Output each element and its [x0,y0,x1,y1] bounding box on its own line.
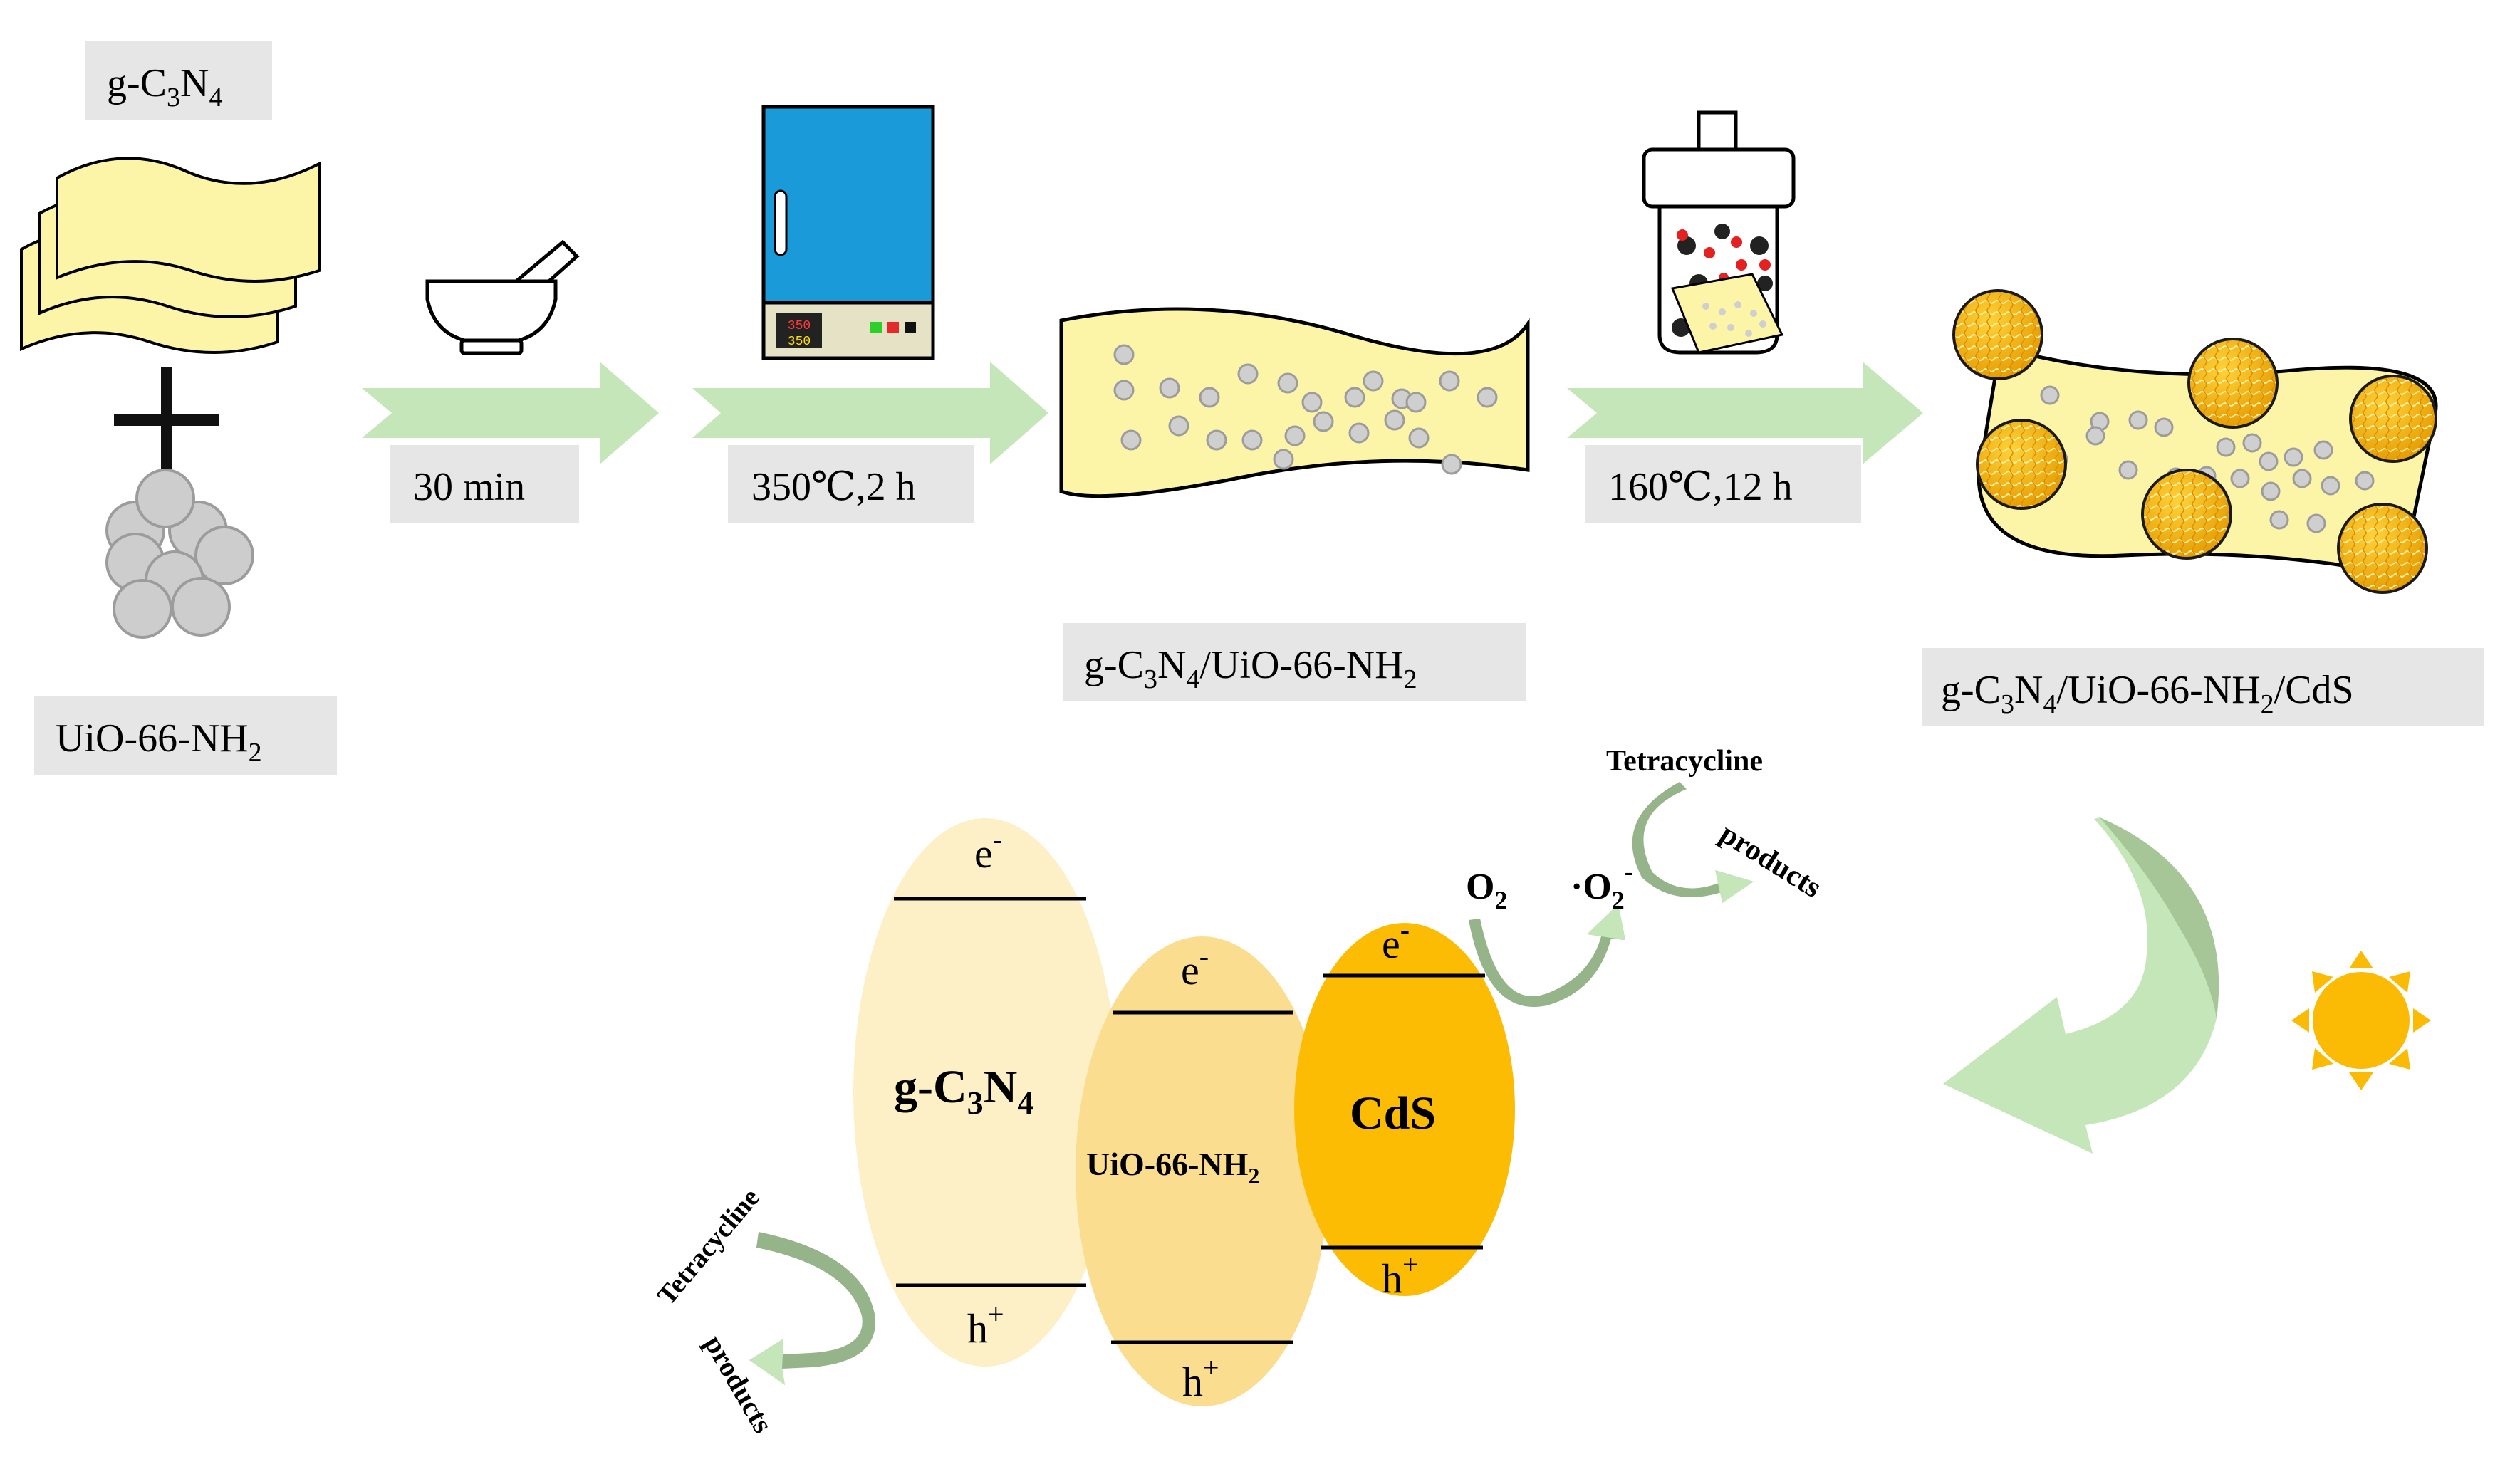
uio-left-label: UiO-66-NH2 [56,716,262,768]
step2-label-box [728,445,974,523]
oven-green-light [870,322,882,333]
process-arrow-3 [1567,362,1923,464]
degradation-arrow-left-head [749,1339,785,1385]
cds-band-ellipse: e- h+ CdS [1294,914,1515,1302]
o2-reduction-arrow [1469,904,1625,1008]
gcn-top-label-group: g-C3N4 [85,41,272,120]
gcn-mechanism-label: g-C3N4 [894,1061,1033,1121]
composite1-uio-dots [1113,344,1498,475]
products-left-label: products [698,1329,779,1438]
step1-label-box [390,445,579,523]
autoclave-icon [1642,110,1796,355]
light-curved-arrow [1943,817,2219,1154]
uio-electron-label: e- [1181,940,1209,993]
gcn-hole-label: h+ [967,1298,1004,1352]
autoclave-sheet-dots [1702,301,1766,337]
autoclave-sheet [1670,273,1784,354]
process-arrow-2 [692,362,1048,464]
tetracycline-left-label: Tetracycline [652,1183,766,1311]
o2-label: O2 [1466,867,1507,914]
gcn-top-label-box [85,41,272,120]
tetracycline-right-label: Tetracycline [1606,745,1763,778]
gcn-band-ellipse: e- h+ g-C3N4 [853,818,1117,1367]
uio-particles-icon [105,469,254,639]
oven-icon: 350 350 [761,105,935,360]
step2-label: 350℃,2 h [751,465,916,509]
light-curved-arrow-shade [2100,817,2219,1018]
oven-red-light [887,322,899,333]
degradation-arrow-right-head [1715,870,1754,903]
uio-hole-label: h+ [1182,1352,1219,1405]
cds-mechanism-label: CdS [1350,1087,1436,1139]
composite1-label: g-C3N4/UiO-66-NH2 [1084,643,1417,694]
step1-label: 30 min [413,465,525,509]
gcn-top-label: g-C3N4 [107,61,222,113]
oven-display-top: 350 [788,319,811,333]
mortar-pestle-icon [425,239,580,355]
composite1-sheet [1059,307,1530,498]
cds-sphere [2141,469,2232,560]
uio-mechanism-label: UiO-66-NH2 [1086,1146,1259,1188]
cds-sphere [1952,289,2043,380]
cds-sphere [2187,338,2279,429]
composite2-label: g-C3N4/UiO-66-NH2/CdS [1941,668,2354,719]
oven-black-light [905,322,916,333]
uio-left-label-group: UiO-66-NH2 [34,696,337,775]
process-arrow-1 [362,362,659,464]
cds-spheres [1952,289,2437,594]
sun-icon [2291,951,2431,1090]
superoxide-label: ·O2- [1571,857,1633,914]
plus-icon [114,367,219,474]
composite1-label-box [1063,623,1526,701]
composite2-label-box [1922,648,2484,726]
o2-reduction-arrow-head [1587,904,1625,940]
cds-sphere [2349,375,2437,463]
gcn-sheets-icon [20,157,321,354]
step3-label-box [1585,445,1861,523]
cds-sphere [1976,419,2067,510]
gcn-electron-label: e- [974,823,1002,877]
cds-hole-label: h+ [1382,1248,1419,1302]
oven-display-bottom: 350 [788,335,811,349]
cds-electron-label: e- [1382,914,1410,967]
autoclave-red-beads [1677,229,1771,283]
uio-left-label-box [34,696,337,775]
step3-label: 160℃,12 h [1608,465,1793,509]
cds-sphere [2337,503,2428,594]
autoclave-black-beads [1672,224,1773,337]
uio-band-ellipse: e- h+ UiO-66-NH2 [1076,936,1329,1406]
